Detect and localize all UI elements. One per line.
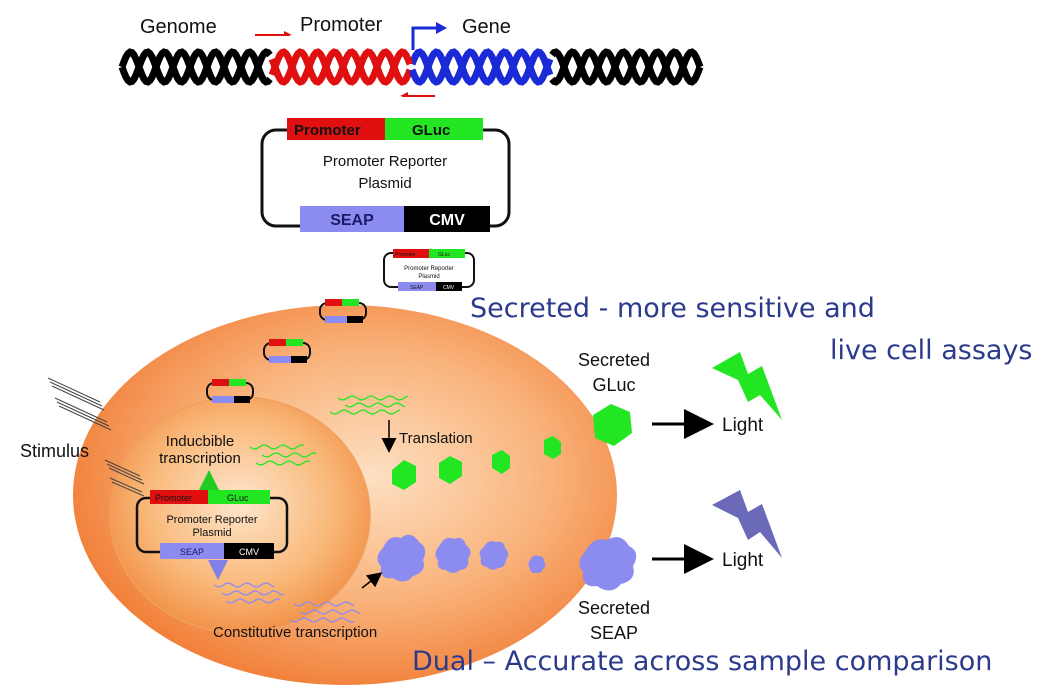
seap-proteins [377,534,546,582]
promoter-segment [287,118,385,140]
constitutive-label: Constitutive transcription [213,624,377,641]
mrna-strand [221,590,285,596]
plasmid-title-line1: Promoter Reporter [323,153,447,170]
mrna-strand [329,409,401,415]
caption-secreted-line2: live cell assays [830,335,1033,366]
mrna-strand [255,460,311,466]
genome-label: Genome [140,16,217,38]
stimulus-marks [47,377,145,497]
gluc-segment-label: GLuc [412,122,450,139]
secreted-gluc-protein [593,404,632,446]
mrna-strand [261,452,317,458]
nucleus-gluc-label: GLuc [227,493,249,503]
mrna-strand [225,598,281,604]
helix-strand [549,48,704,86]
nucleus-cmv-label: CMV [239,547,259,557]
transcription-start-arrow [411,26,438,50]
mini-plasmid-2 [263,339,311,363]
mrna-strand [293,601,355,607]
helix-strand [408,48,554,86]
helix-strand [549,48,704,86]
helix-strand [268,48,414,86]
mrna-strand [337,395,409,401]
plasmid-title-line2: Plasmid [358,175,411,192]
helix-strand [118,48,273,86]
promoter-label: Promoter [300,14,383,36]
light-top-label: Light [722,415,764,436]
helix-strand [408,48,554,86]
mrna-strand [249,444,305,450]
small-title-line1: Promoter Reporter [404,266,454,272]
translation-label: Translation [399,430,473,447]
small-seap-label: SEAP [410,285,424,291]
cmv-segment-label: CMV [429,212,465,229]
nucleus-seap-label: SEAP [180,547,204,557]
caption-secreted-line1: Secreted - more sensitive and [470,293,875,324]
nucleus-title-line2: Plasmid [192,527,231,539]
nucleus-promoter-label: Promoter [155,493,192,503]
mrna-strands [213,395,409,623]
gluc-proteins [392,436,561,490]
plasmid-nucleus: Promoter GLuc Promoter Reporter Plasmid … [135,490,289,559]
caption-dual: Dual – Accurate across sample comparison [412,646,993,677]
plasmid-large: Promoter GLuc Promoter Reporter Plasmid … [260,118,511,232]
seap-translation-arrow [361,572,383,589]
stimulus-label: Stimulus [20,441,89,461]
helix-strand [268,48,414,86]
plasmid-small: Promoter GLuc Promoter Reporter Plasmid … [383,249,475,291]
secreted-seap-protein [579,537,637,591]
small-cmv-label: CMV [443,285,455,291]
secreted-seap-line1: Secreted [578,598,650,618]
dna-helix [118,48,704,86]
secreted-seap-line2: SEAP [590,623,638,643]
cmv-segment [404,206,490,232]
green-lightning-icon [712,352,782,420]
secreted-gluc-line1: Secreted [578,350,650,370]
blue-lightning-icon [712,490,782,558]
mini-plasmid-3 [206,379,254,403]
mini-plasmid-1 [319,299,367,323]
light-bottom-label: Light [722,550,764,571]
inducible-label-line1: Inducbible [166,433,234,450]
mrna-strand [213,582,275,588]
promoter-segment-label: Promoter [294,122,361,139]
small-promoter-label: Promoter [395,252,416,258]
secreted-gluc-line2: GLuc [592,375,635,395]
mrna-strand [344,402,406,408]
seap-segment-label: SEAP [330,212,374,229]
inducible-label-line2: transcription [159,450,241,467]
helix-strand [118,48,273,86]
nucleus-title-line1: Promoter Reporter [166,514,257,526]
gluc-segment [385,118,483,140]
mrna-strand [289,617,355,623]
seap-segment [300,206,404,232]
small-gluc-label: GLuc [438,252,450,258]
mrna-strand [299,609,361,615]
gene-label: Gene [462,16,511,38]
small-title-line2: Plasmid [418,274,439,280]
